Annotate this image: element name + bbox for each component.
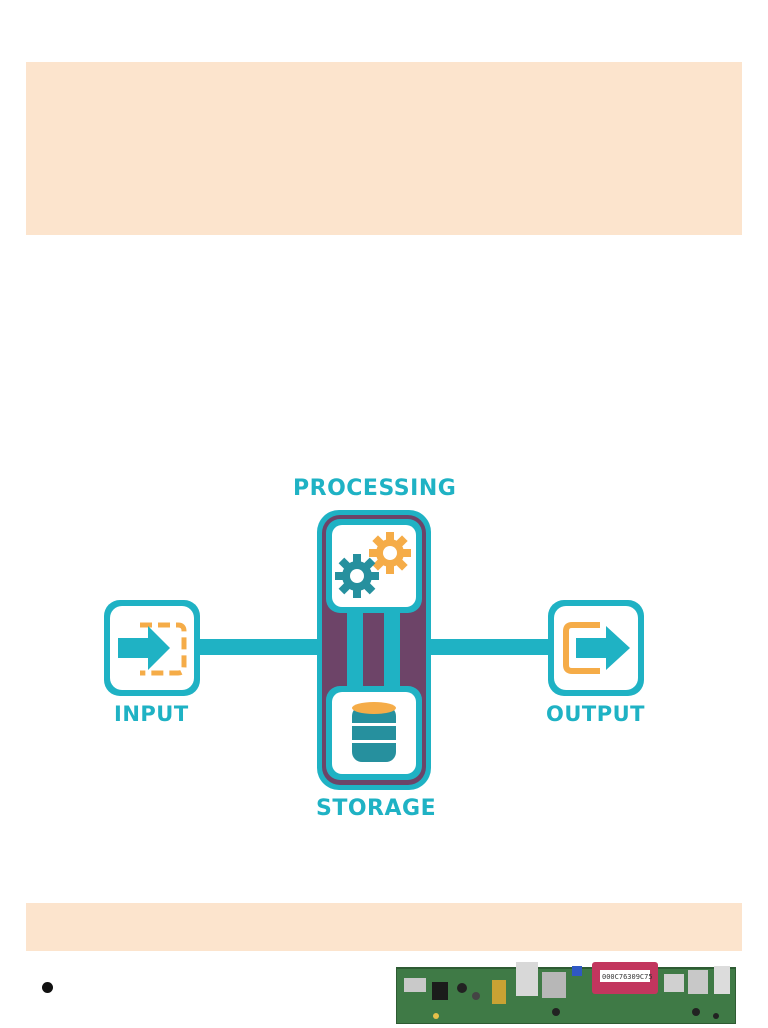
input-label: INPUT	[114, 702, 189, 726]
output-arrow-icon	[548, 600, 644, 696]
diagram-graphics	[104, 510, 644, 790]
processing-label: PROCESSING	[293, 476, 457, 501]
input-connector	[198, 639, 322, 655]
top-banner	[26, 62, 742, 235]
list-bullet	[42, 982, 53, 993]
output-connector	[428, 639, 552, 655]
gears-icon	[326, 519, 422, 613]
motherboard-image: 000C76309C75	[395, 960, 737, 1025]
bottom-banner	[26, 903, 742, 951]
input-arrow-icon	[104, 600, 200, 696]
database-icon	[326, 686, 422, 780]
board-sticker-text: 000C76309C75	[602, 973, 653, 981]
output-label: OUTPUT	[546, 702, 645, 726]
ipo-diagram: PROCESSING INPUT OUTPUT STORAGE	[0, 470, 768, 830]
storage-label: STORAGE	[316, 796, 437, 821]
